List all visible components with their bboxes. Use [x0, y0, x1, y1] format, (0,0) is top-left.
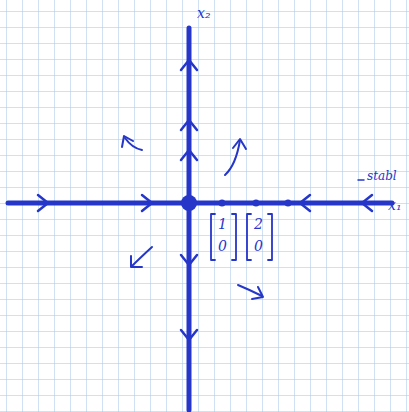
trajectory — [125, 138, 142, 150]
vector-entry: 1 — [218, 217, 227, 231]
bracket — [268, 214, 272, 260]
flow-arrow — [300, 195, 310, 211]
trajectory — [132, 247, 152, 266]
flow-arrow — [181, 150, 197, 160]
flow-arrow — [362, 195, 372, 211]
leader-dash — [358, 179, 364, 181]
flow-arrow — [181, 255, 197, 265]
point — [253, 200, 260, 207]
trajectory-head — [233, 139, 246, 149]
flow-arrow — [142, 195, 152, 211]
trajectory — [225, 140, 240, 175]
trajectory-head — [122, 136, 133, 147]
axis-label: x₁ — [388, 198, 402, 212]
equilibrium-point — [181, 195, 197, 211]
flow-arrow — [181, 330, 197, 340]
point — [285, 200, 292, 207]
trajectory-head — [131, 256, 142, 267]
flow-arrow — [38, 195, 48, 211]
vector-entry: 2 — [254, 217, 263, 231]
x2-axis — [187, 28, 192, 410]
flow-arrow — [181, 120, 197, 130]
vector-entry: 0 — [254, 239, 263, 253]
flow-arrow — [181, 60, 197, 70]
point — [219, 200, 226, 207]
axis-label: x₂ — [197, 6, 211, 20]
trajectory-head — [252, 287, 263, 299]
bracket — [247, 214, 251, 260]
bracket — [232, 214, 236, 260]
x1-axis — [8, 201, 392, 206]
vector-entry: 0 — [218, 239, 227, 253]
bracket — [211, 214, 215, 260]
annotation: stabl — [367, 170, 397, 182]
